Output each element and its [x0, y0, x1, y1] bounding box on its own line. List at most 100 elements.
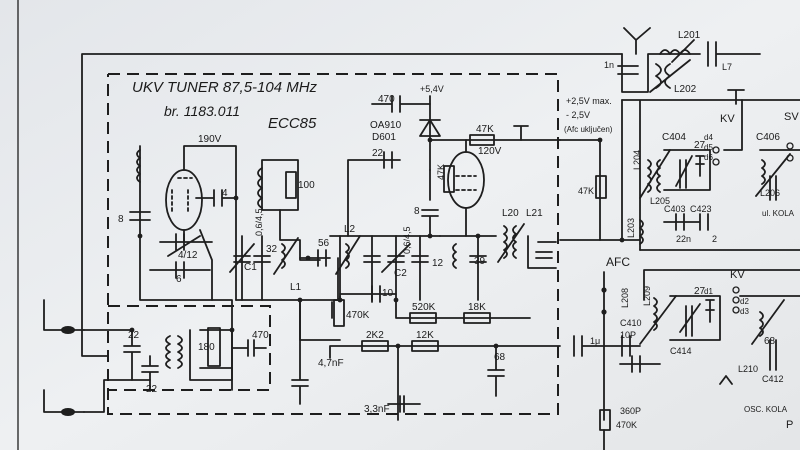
capacitor-68-icon [487, 345, 505, 397]
switch-wire [723, 99, 743, 151]
capacitor-label: 68 [764, 336, 776, 347]
if-transformer-l206-icon [755, 149, 800, 197]
capacitor-27-icon [695, 155, 705, 177]
capacitor-label: 180 [198, 342, 215, 353]
coil-l204-label: L204 [632, 150, 642, 170]
voltage-label: 190V [198, 134, 222, 145]
capacitor-label: C412 [762, 374, 784, 384]
capacitor-c410-icon [603, 335, 641, 357]
capacitor-c412-icon [769, 339, 777, 371]
tuning-arrow-icon [671, 39, 695, 63]
coil-l206-label: L206 [760, 188, 780, 198]
capacitor-label: 2 [712, 234, 717, 244]
capacitor-470-icon [371, 95, 431, 113]
afc-label: AFC [606, 255, 630, 269]
ground-symbol-icon [727, 89, 745, 105]
if-transformer-l204-icon [639, 149, 671, 199]
capacitor-label: 68 [494, 352, 506, 363]
coil-l20-label: L20 [502, 208, 519, 219]
capacitor-39-icon [469, 235, 487, 301]
capacitor-c414-icon [679, 303, 701, 337]
capacitor-label: 27 [694, 140, 706, 151]
resistor-label: 12K [416, 330, 434, 341]
junction-dots [129, 137, 625, 349]
capacitor-label: 22 [146, 384, 158, 395]
diode-ref-label: D601 [372, 132, 396, 143]
tuning-arrow-icon [649, 59, 691, 93]
resistor-label: 2K2 [366, 330, 384, 341]
capacitor-label: 4 [222, 188, 228, 199]
resistor-label: 470K [346, 310, 370, 321]
coil-l208-label: L208 [620, 288, 630, 308]
switch-contact-label: d3 [740, 307, 749, 316]
afc-output-wire [559, 139, 601, 241]
tube-cathode-wire [183, 229, 213, 301]
resistor-label: 100 [298, 180, 315, 191]
trimmer-c1-icon [229, 235, 255, 301]
capacitor-label: C414 [670, 346, 692, 356]
coil-icon [136, 149, 141, 183]
capacitor-c403-c423-icon [663, 213, 709, 231]
coil-l202-label: L202 [674, 84, 697, 95]
tank-output-wire [279, 209, 321, 261]
capacitor-label: 1n [604, 60, 614, 70]
tube-grid-icon [455, 175, 477, 191]
coil-l209-label: L209 [642, 286, 652, 306]
capacitor-12-icon [411, 235, 429, 301]
switch-contact-label: d5 [704, 143, 713, 152]
bias-network-wire [299, 299, 531, 341]
capacitor-label: 3,3nF [364, 404, 390, 415]
coil-l210-label: L210 [738, 364, 758, 374]
diode-label: OA910 [370, 120, 402, 131]
capacitor-icon [535, 251, 553, 259]
coil-l203-icon [639, 219, 644, 245]
input-connector-icon [61, 326, 75, 334]
sv-label: SV [784, 111, 799, 123]
capacitor-label: C406 [756, 132, 780, 143]
capacitor-label: 0,6/4,5 [402, 226, 412, 254]
component-labels: 190V 4 4/12 8 6 0,6/4,5 C1 32 L1 56 L2 0… [118, 30, 799, 431]
capacitor-1n-icon [617, 65, 639, 75]
resistor-label: 18K [468, 302, 486, 313]
coil-icon [257, 167, 263, 209]
switch-contact-label: d2 [740, 297, 749, 306]
resistor-label: 470K [616, 420, 637, 430]
coil-l2-label: L2 [344, 224, 356, 235]
capacitor-32-icon [253, 235, 271, 301]
capacitor-label: 6 [176, 274, 182, 285]
capacitor-label: 27 [694, 286, 706, 297]
capacitor-label: 39 [474, 256, 486, 267]
antenna-bus-wire [621, 53, 701, 93]
board-number: br. 1183.011 [164, 103, 240, 119]
switch-contact-label: d1 [704, 287, 713, 296]
capacitor-27b-icon [705, 299, 715, 323]
coil-l205-label: L205 [650, 196, 670, 206]
input-connector-icon [61, 408, 75, 416]
resistor-label: 47K [436, 164, 446, 180]
capacitor-label: 470 [252, 330, 269, 341]
capacitor-10-icon [339, 285, 397, 303]
resistor-47k-icon [469, 134, 495, 146]
resistor-2k2-icon [361, 340, 389, 352]
title-block: UKV TUNER 87,5-104 MHz br. 1183.011 ECC8… [132, 79, 318, 132]
capacitor-6-icon [149, 261, 211, 279]
if-top-wire [621, 99, 800, 251]
label: L7 [722, 62, 732, 72]
resistor-18k-icon [463, 312, 491, 324]
switch-contact-label: d6 [704, 153, 713, 162]
capacitor-label: 0,6/4,5 [254, 208, 264, 236]
capacitor-label: C404 [662, 132, 686, 143]
if-secondary-wire [527, 235, 557, 269]
afc-note-label: (Afc uključen) [564, 125, 613, 134]
afc-note-label: +2,5V max. [566, 96, 612, 106]
resistor-12k-icon [411, 340, 439, 352]
kv-label: KV [730, 269, 745, 281]
resistor-100-icon [285, 171, 297, 199]
left-vertical-wire [139, 145, 233, 391]
capacitor-c2-label: C2 [394, 268, 407, 279]
mid-rail-wire [329, 345, 561, 359]
resistor-label: 47K [578, 186, 594, 196]
coil-l1-icon [273, 237, 299, 275]
input-transformer-icon [165, 335, 183, 369]
